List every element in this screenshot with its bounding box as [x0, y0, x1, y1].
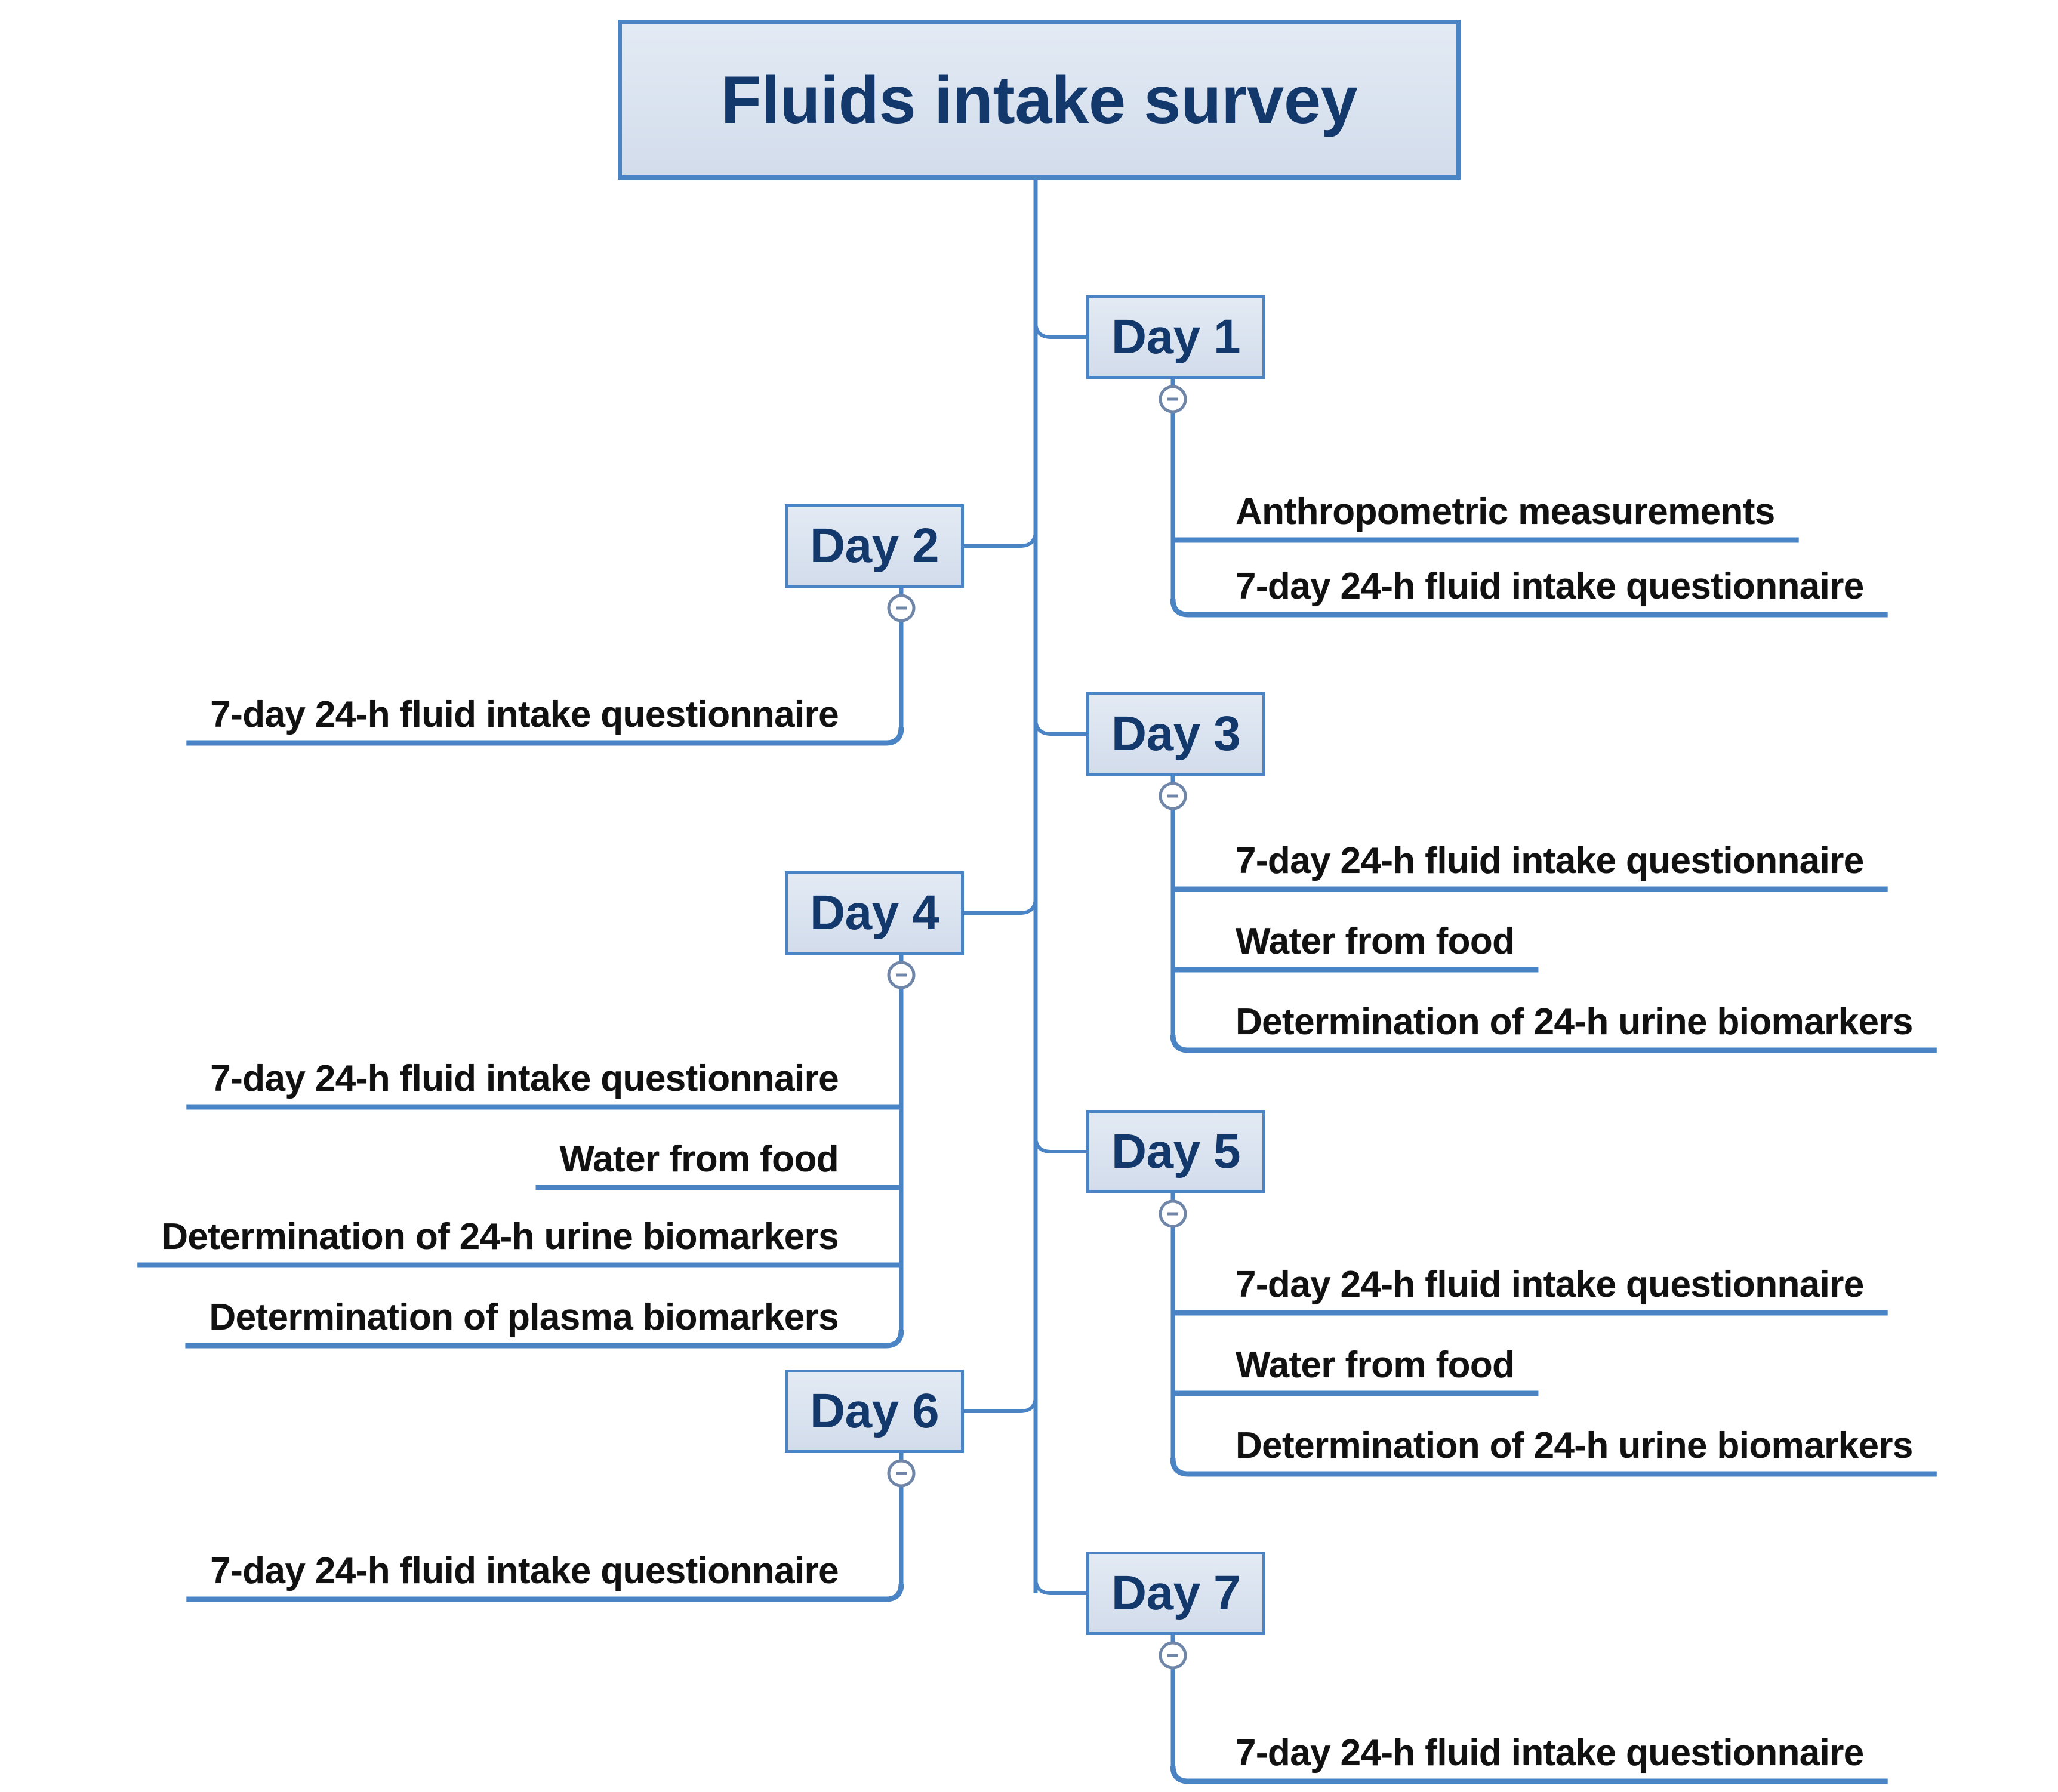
collapse-toggle-icon[interactable]: [1159, 385, 1187, 414]
day-node-day-7[interactable]: Day 7: [1086, 1552, 1265, 1635]
leaf-item[interactable]: Water from food: [1236, 921, 1515, 962]
collapse-toggle-icon[interactable]: [887, 961, 916, 989]
leaf-item[interactable]: Water from food: [559, 1139, 839, 1180]
day-node-label: Day 1: [1111, 310, 1241, 364]
leaf-item[interactable]: Determination of plasma biomarkers: [209, 1297, 839, 1338]
leaf-item[interactable]: 7-day 24-h fluid intake questionnaire: [1236, 566, 1864, 607]
leaf-item[interactable]: 7-day 24-h fluid intake questionnaire: [210, 1550, 839, 1591]
leaf-item[interactable]: 7-day 24-h fluid intake questionnaire: [1236, 840, 1864, 881]
day-node-label: Day 2: [809, 519, 939, 573]
leaf-item[interactable]: 7-day 24-h fluid intake questionnaire: [210, 694, 839, 735]
day-node-day-1[interactable]: Day 1: [1086, 295, 1265, 379]
day-node-label: Day 4: [809, 886, 939, 940]
leaf-item[interactable]: 7-day 24-h fluid intake questionnaire: [210, 1058, 839, 1099]
leaf-item[interactable]: Determination of 24-h urine biomarkers: [161, 1216, 839, 1257]
collapse-toggle-icon[interactable]: [1159, 1199, 1187, 1228]
leaf-item[interactable]: Determination of 24-h urine biomarkers: [1236, 1001, 1913, 1042]
leaf-item[interactable]: 7-day 24-h fluid intake questionnaire: [1236, 1264, 1864, 1305]
leaf-item[interactable]: 7-day 24-h fluid intake questionnaire: [1236, 1732, 1864, 1774]
day-node-label: Day 3: [1111, 707, 1241, 761]
day-node-label: Day 6: [809, 1384, 939, 1438]
day-node-label: Day 5: [1111, 1124, 1241, 1179]
day-node-day-3[interactable]: Day 3: [1086, 692, 1265, 776]
root-node-fluids-intake-survey[interactable]: Fluids intake survey: [618, 20, 1461, 180]
collapse-toggle-icon[interactable]: [887, 1459, 916, 1488]
day-node-day-6[interactable]: Day 6: [785, 1370, 964, 1453]
leaf-item[interactable]: Anthropometric measurements: [1236, 491, 1775, 532]
leaf-item[interactable]: Determination of 24-h urine biomarkers: [1236, 1425, 1913, 1466]
day-node-day-2[interactable]: Day 2: [785, 504, 964, 588]
collapse-toggle-icon[interactable]: [887, 594, 916, 622]
root-node-label: Fluids intake survey: [720, 62, 1358, 137]
collapse-toggle-icon[interactable]: [1159, 782, 1187, 810]
day-node-label: Day 7: [1111, 1566, 1241, 1620]
day-node-day-4[interactable]: Day 4: [785, 871, 964, 955]
leaf-item[interactable]: Water from food: [1236, 1344, 1515, 1386]
day-node-day-5[interactable]: Day 5: [1086, 1110, 1265, 1193]
collapse-toggle-icon[interactable]: [1159, 1641, 1187, 1670]
